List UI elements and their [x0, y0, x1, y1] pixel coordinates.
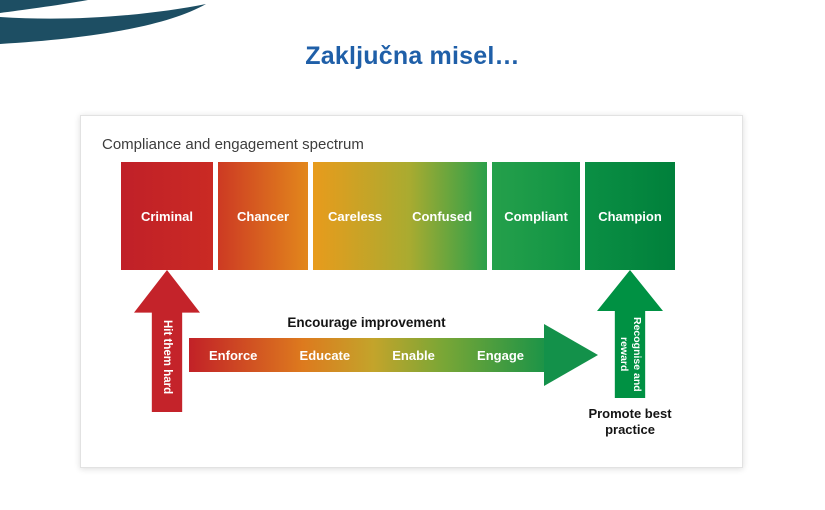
recognise-reward-up-arrow: Recognise and reward — [597, 270, 663, 398]
arrow-step-enable: Enable — [392, 347, 435, 363]
hit-them-hard-label: Hit them hard — [161, 320, 173, 395]
encourage-improvement-label: Encourage improvement — [287, 315, 446, 330]
improvement-arrow: Enforce Educate Enable Engage — [189, 338, 544, 372]
block-label-criminal: Criminal — [140, 208, 193, 224]
arrow-step-educate: Educate — [299, 347, 351, 363]
arrow-step-enforce: Enforce — [209, 347, 258, 363]
spectrum-block-compliant: Compliant — [492, 162, 580, 270]
promote-best-practice-caption: Promote best practice — [588, 406, 672, 437]
slide-title: Zaključna misel… — [305, 42, 520, 70]
arrow-step-engage: Engage — [477, 347, 524, 363]
recognise-reward-label: Recognise and reward — [618, 316, 643, 392]
diagram-heading: Compliance and engagement spectrum — [102, 136, 364, 153]
block-label-compliant: Compliant — [504, 208, 568, 224]
block-label-confused: Confused — [412, 208, 473, 224]
spectrum-block-criminal: Criminal — [121, 162, 213, 270]
improvement-arrow-head — [544, 324, 598, 386]
diagram-panel: Compliance and engagement spectrum Crimi… — [80, 115, 743, 468]
block-label-careless: Careless — [327, 208, 383, 224]
spectrum-block-champion: Champion — [585, 162, 675, 270]
spectrum-block-careless-confused: Careless Confused — [313, 162, 487, 270]
corner-swoosh-graphic — [0, 0, 206, 44]
spectrum-block-chancer: Chancer — [218, 162, 308, 270]
block-label-champion: Champion — [598, 208, 662, 224]
block-label-chancer: Chancer — [236, 208, 290, 224]
